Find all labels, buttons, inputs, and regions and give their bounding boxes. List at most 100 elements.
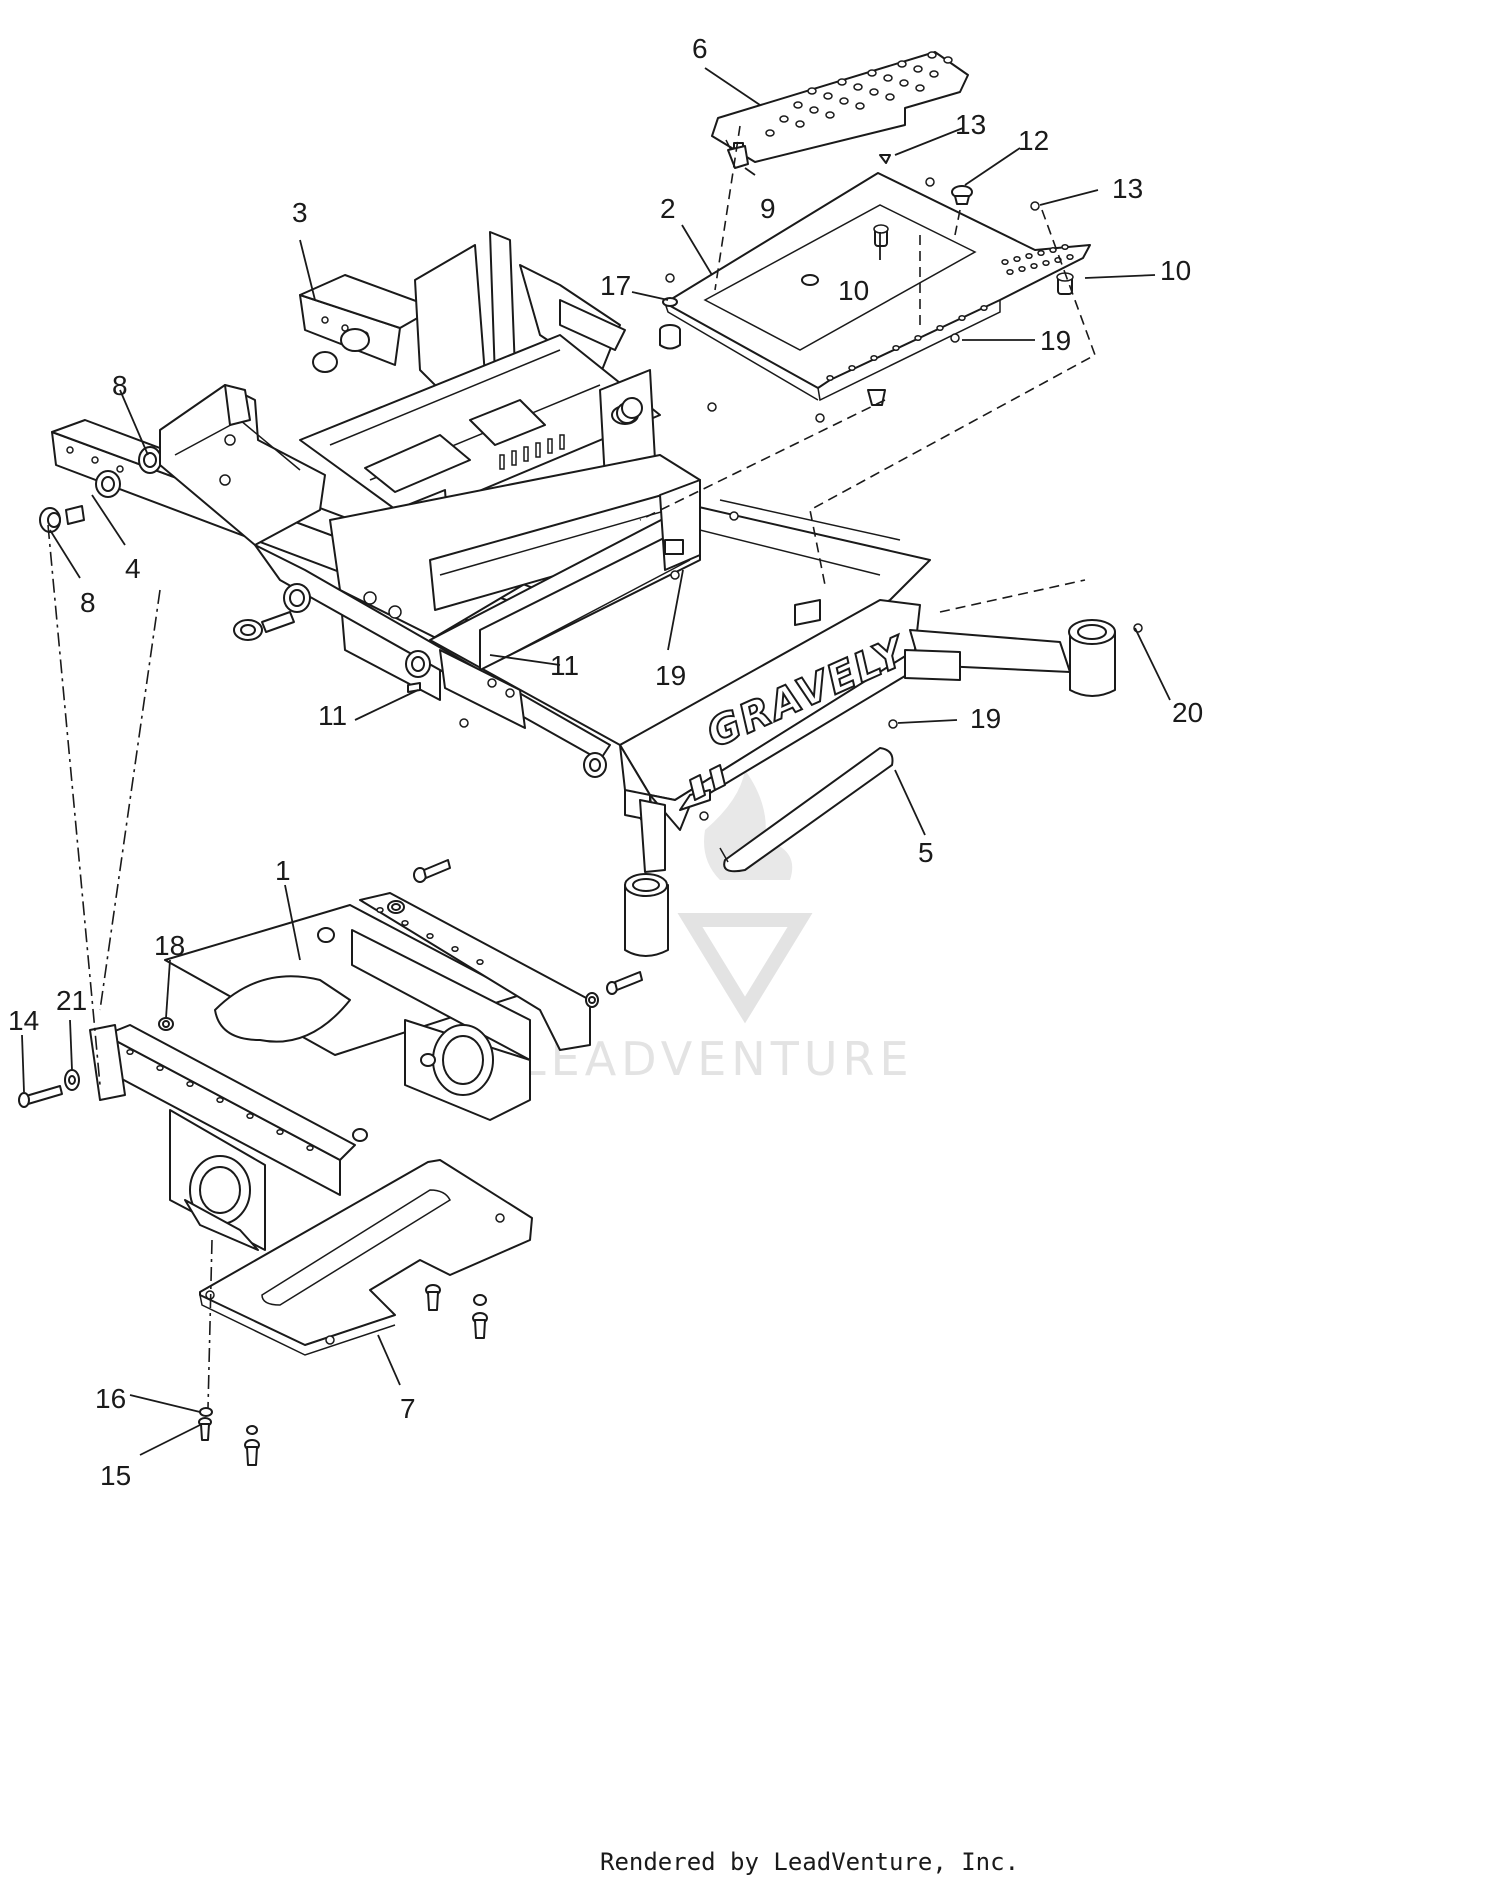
callout-c8a: 8 bbox=[112, 370, 128, 401]
platform-hole bbox=[980, 305, 988, 311]
part-16-washer bbox=[199, 1407, 213, 1417]
vent-slot bbox=[535, 442, 541, 458]
callout-c8b: 8 bbox=[80, 587, 96, 618]
callout-c19c: 19 bbox=[970, 703, 1001, 734]
plate-hole bbox=[807, 87, 817, 95]
subframe-bolts bbox=[387, 859, 643, 1008]
plate-hole bbox=[809, 106, 819, 114]
callout-c10a: 10 bbox=[838, 275, 869, 306]
part-12-knob bbox=[951, 185, 973, 205]
callout-c10b: 10 bbox=[1160, 255, 1191, 286]
part-10-bumpers bbox=[801, 224, 1074, 406]
plate-hole bbox=[883, 74, 893, 82]
platform-hole bbox=[1025, 253, 1033, 259]
plate-hole bbox=[943, 56, 953, 64]
loose-nuts bbox=[459, 333, 1143, 821]
subframe-hole bbox=[156, 1065, 164, 1071]
vent-slot bbox=[511, 450, 517, 466]
part-18-nut bbox=[158, 1017, 174, 1031]
plate-hole bbox=[869, 88, 879, 96]
callout-c20: 20 bbox=[1172, 697, 1203, 728]
platform-hole bbox=[958, 315, 966, 321]
platform-hole bbox=[1042, 260, 1050, 266]
subframe-hole bbox=[451, 946, 459, 952]
plate-hole bbox=[867, 69, 877, 77]
platform-hole bbox=[826, 375, 834, 381]
plate-hole bbox=[927, 51, 937, 59]
plate-hole bbox=[779, 115, 789, 123]
callout-c9: 9 bbox=[760, 193, 776, 224]
vent-slot bbox=[547, 438, 553, 454]
callout-c3: 3 bbox=[292, 197, 308, 228]
callout-c13a: 13 bbox=[955, 109, 986, 140]
part-21-washer bbox=[64, 1069, 80, 1091]
platform-hole bbox=[1018, 266, 1026, 272]
callout-c13b: 13 bbox=[1112, 173, 1143, 204]
plate-hole bbox=[837, 78, 847, 86]
callout-c4: 4 bbox=[125, 553, 141, 584]
plate-hole bbox=[825, 111, 835, 119]
subframe-hole bbox=[401, 920, 409, 926]
callout-c2: 2 bbox=[660, 193, 676, 224]
platform-hole bbox=[1030, 263, 1038, 269]
plate-hole bbox=[885, 93, 895, 101]
leader-lines bbox=[21, 67, 1171, 1456]
subframe-hole bbox=[426, 933, 434, 939]
callout-c18: 18 bbox=[154, 930, 185, 961]
callout-c17: 17 bbox=[600, 270, 631, 301]
platform-hole bbox=[1037, 250, 1045, 256]
plate-bolts bbox=[244, 1284, 488, 1466]
callout-c11b: 11 bbox=[318, 700, 347, 731]
subframe-hole bbox=[476, 959, 484, 965]
plate-hole bbox=[793, 101, 803, 109]
platform-hole bbox=[892, 345, 900, 351]
part-6-top-plate bbox=[711, 51, 969, 163]
subframe-hole bbox=[216, 1097, 224, 1103]
callout-c5: 5 bbox=[918, 837, 934, 868]
part-7-lower-plate bbox=[199, 1159, 533, 1356]
part-2-platform bbox=[664, 172, 1091, 402]
part-13-screws bbox=[665, 154, 1040, 283]
platform-hole bbox=[1001, 259, 1009, 265]
platform-hole bbox=[1013, 256, 1021, 262]
subframe-hole bbox=[306, 1145, 314, 1151]
callout-c19b: 19 bbox=[655, 660, 686, 691]
loose-pin bbox=[233, 611, 421, 693]
front-casters bbox=[624, 619, 1116, 957]
plate-hole bbox=[765, 129, 775, 137]
callout-c1: 1 bbox=[275, 855, 291, 886]
part-8-bushing bbox=[39, 505, 85, 533]
subframe-hole bbox=[376, 907, 384, 913]
footer-credit: Rendered by LeadVenture, Inc. bbox=[600, 1848, 1019, 1876]
subframe-hole bbox=[186, 1081, 194, 1087]
platform-hole bbox=[1066, 254, 1074, 260]
part-9-clip bbox=[727, 145, 749, 169]
plate-hole bbox=[823, 92, 833, 100]
platform-hole bbox=[1061, 244, 1069, 250]
plate-hole bbox=[929, 70, 939, 78]
callout-c15: 15 bbox=[100, 1460, 131, 1491]
plate-hole bbox=[855, 102, 865, 110]
subframe-hole bbox=[126, 1049, 134, 1055]
alignment-lines bbox=[47, 125, 1096, 1409]
part-5-pad bbox=[719, 747, 894, 873]
rear-roller bbox=[616, 397, 643, 424]
subframe-hole bbox=[246, 1113, 254, 1119]
vent-slot bbox=[523, 446, 529, 462]
callout-labels: 1234567889101011111213131415161718191919… bbox=[8, 33, 1203, 1491]
callout-c14: 14 bbox=[8, 1005, 39, 1036]
plate-hole bbox=[839, 97, 849, 105]
platform-hole bbox=[914, 335, 922, 341]
platform-hole bbox=[848, 365, 856, 371]
platform-hole bbox=[1049, 247, 1057, 253]
vent-slot bbox=[499, 454, 505, 470]
center-frame bbox=[254, 454, 931, 778]
plate-hole bbox=[897, 60, 907, 68]
platform-hole bbox=[936, 325, 944, 331]
callout-c16: 16 bbox=[95, 1383, 126, 1414]
part-15-bolt bbox=[198, 1417, 212, 1441]
platform-hole bbox=[870, 355, 878, 361]
callout-c12: 12 bbox=[1018, 125, 1049, 156]
